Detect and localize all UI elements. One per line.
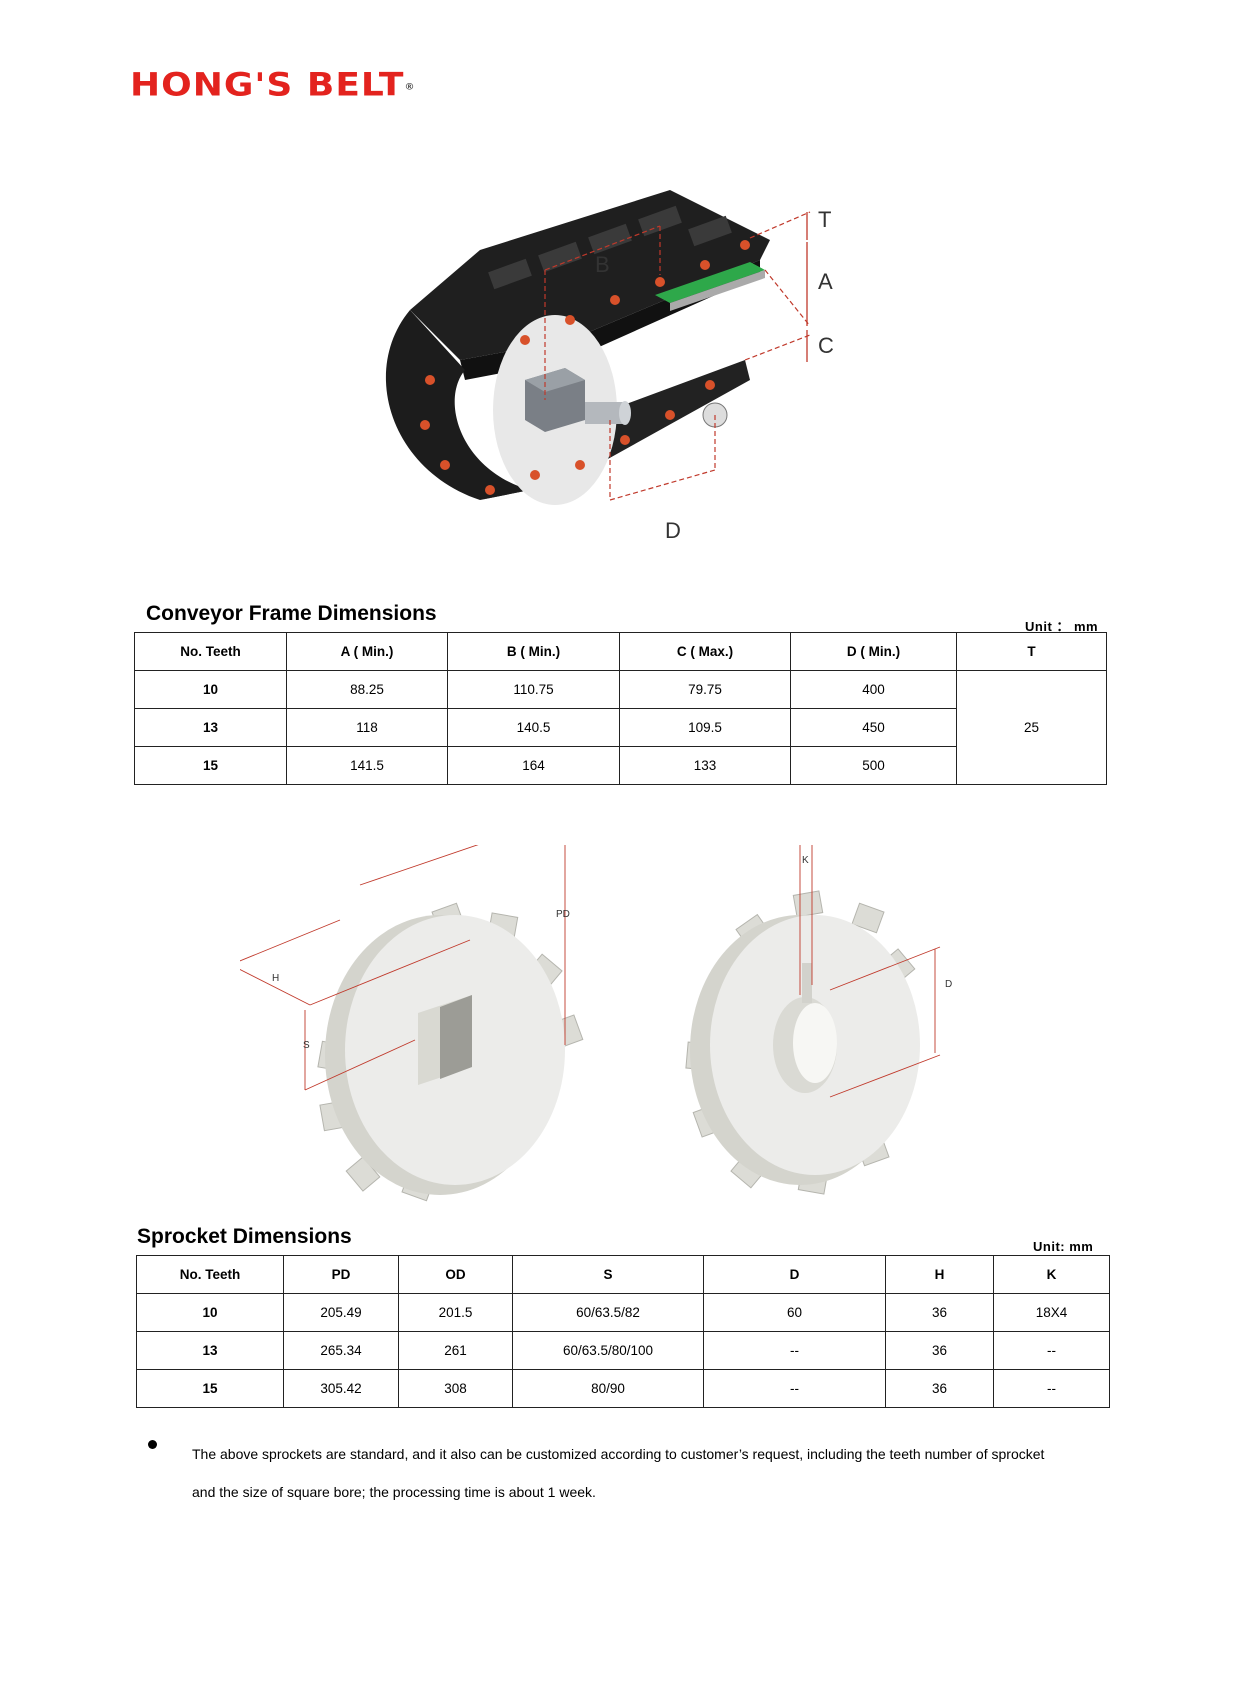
table-row: 15 305.42 308 80/90 -- 36 -- xyxy=(136,1369,1110,1408)
cell-t: 25 xyxy=(956,670,1107,785)
cell-k: -- xyxy=(993,1369,1110,1408)
dimension-lines xyxy=(544,211,811,501)
cell-d: -- xyxy=(703,1369,886,1408)
conveyor-frame-illustration: T A C B D xyxy=(385,190,834,543)
registered-mark: ® xyxy=(404,82,416,93)
cell-a: 118 xyxy=(286,708,448,747)
table-row: 13 265.34 261 60/63.5/80/100 -- 36 -- xyxy=(136,1331,1110,1370)
cell-od: 308 xyxy=(398,1369,513,1408)
cell-h: 36 xyxy=(885,1331,994,1370)
conveyor-unit: Unit ： mm xyxy=(1025,619,1099,634)
sprocket-illustrations: PD H S K D xyxy=(240,845,952,1202)
conveyor-dimensions-table: No. Teeth A ( Min.) B ( Min.) C ( Max.) … xyxy=(134,632,1107,785)
cell-pd: 205.49 xyxy=(283,1293,399,1332)
round-bore-sprocket xyxy=(685,890,920,1195)
cell-a: 141.5 xyxy=(286,746,448,785)
table-header-row: No. Teeth A ( Min.) B ( Min.) C ( Max.) … xyxy=(134,632,1107,671)
table-row: 15 141.5 164 133 500 xyxy=(134,746,1107,785)
cell-teeth: 10 xyxy=(136,1293,284,1332)
cell-c: 109.5 xyxy=(619,708,791,747)
logo-text: HONG'S BELT xyxy=(130,66,405,104)
note-text: The above sprockets are standard, and it… xyxy=(192,1435,1112,1511)
cell-d: -- xyxy=(703,1331,886,1370)
header-d-min: D ( Min.) xyxy=(790,632,957,671)
cell-s: 60/63.5/82 xyxy=(512,1293,704,1332)
square-bore-sprocket xyxy=(317,902,584,1202)
sprocket-unit: Unit: mm xyxy=(1033,1239,1094,1254)
right-dimension-lines xyxy=(799,845,941,1098)
label-s: S xyxy=(303,1040,310,1051)
cell-c: 133 xyxy=(619,746,791,785)
header-t: T xyxy=(956,632,1107,671)
cell-od: 201.5 xyxy=(398,1293,513,1332)
header-a-min: A ( Min.) xyxy=(286,632,448,671)
header-no-teeth: No. Teeth xyxy=(134,632,287,671)
sprocket-dimensions-table: No. Teeth PD OD S D H K 10 205.49 201.5 … xyxy=(136,1255,1110,1408)
cell-teeth: 13 xyxy=(136,1331,284,1370)
shaft xyxy=(585,402,625,424)
cell-d: 60 xyxy=(703,1293,886,1332)
table-row: 10 88.25 110.75 79.75 400 25 xyxy=(134,670,1107,785)
table-row: 10 205.49 201.5 60/63.5/82 60 36 18X4 xyxy=(136,1293,1110,1332)
label-a: A xyxy=(818,269,833,294)
cell-d: 500 xyxy=(790,746,957,785)
sprocket-title: Sprocket Dimensions xyxy=(137,1225,352,1248)
table-header-row: No. Teeth PD OD S D H K xyxy=(136,1255,1110,1294)
header-no-teeth: No. Teeth xyxy=(136,1255,284,1294)
cell-k: 18X4 xyxy=(993,1293,1110,1332)
cell-teeth: 15 xyxy=(136,1369,284,1408)
cell-c: 79.75 xyxy=(619,670,791,709)
cell-teeth: 15 xyxy=(134,746,287,785)
note-line-1: The above sprockets are standard, and it… xyxy=(192,1446,1045,1462)
cell-s: 60/63.5/80/100 xyxy=(512,1331,704,1370)
header-k: K xyxy=(993,1255,1110,1294)
conveyor-title: Conveyor Frame Dimensions xyxy=(146,602,437,625)
belt-curve xyxy=(385,310,530,500)
label-pd: PD xyxy=(556,909,570,920)
brand-logo: HONG'S BELT® xyxy=(130,66,415,106)
header-d: D xyxy=(703,1255,886,1294)
header-s: S xyxy=(512,1255,704,1294)
cell-d: 450 xyxy=(790,708,957,747)
keyway xyxy=(802,963,812,1003)
header-b-min: B ( Min.) xyxy=(447,632,620,671)
cell-k: -- xyxy=(993,1331,1110,1370)
cell-h: 36 xyxy=(885,1293,994,1332)
cell-od: 261 xyxy=(398,1331,513,1370)
belt-pins xyxy=(420,240,750,495)
header-h: H xyxy=(885,1255,994,1294)
label-d-bore: D xyxy=(945,979,952,990)
cell-pd: 305.42 xyxy=(283,1369,399,1408)
cell-teeth: 10 xyxy=(134,670,287,709)
header-od: OD xyxy=(398,1255,513,1294)
cell-h: 36 xyxy=(885,1369,994,1408)
cell-pd: 265.34 xyxy=(283,1331,399,1370)
label-t: T xyxy=(818,207,831,232)
cell-b: 164 xyxy=(447,746,620,785)
label-d: D xyxy=(665,518,681,543)
frame-plate xyxy=(655,262,765,303)
label-c: C xyxy=(818,333,834,358)
cell-s: 80/90 xyxy=(512,1369,704,1408)
header-c-max: C ( Max.) xyxy=(619,632,791,671)
left-dimension-lines xyxy=(240,845,566,1091)
cell-b: 140.5 xyxy=(447,708,620,747)
header-pd: PD xyxy=(283,1255,399,1294)
bullet-icon xyxy=(148,1440,157,1449)
table-row: 13 118 140.5 109.5 450 xyxy=(134,708,1107,747)
cell-teeth: 13 xyxy=(134,708,287,747)
note-line-2: and the size of square bore; the process… xyxy=(192,1484,596,1500)
cell-d: 400 xyxy=(790,670,957,709)
cell-a: 88.25 xyxy=(286,670,448,709)
label-k: K xyxy=(802,855,809,866)
label-h: H xyxy=(272,973,279,984)
label-b: B xyxy=(595,252,610,277)
cell-b: 110.75 xyxy=(447,670,620,709)
